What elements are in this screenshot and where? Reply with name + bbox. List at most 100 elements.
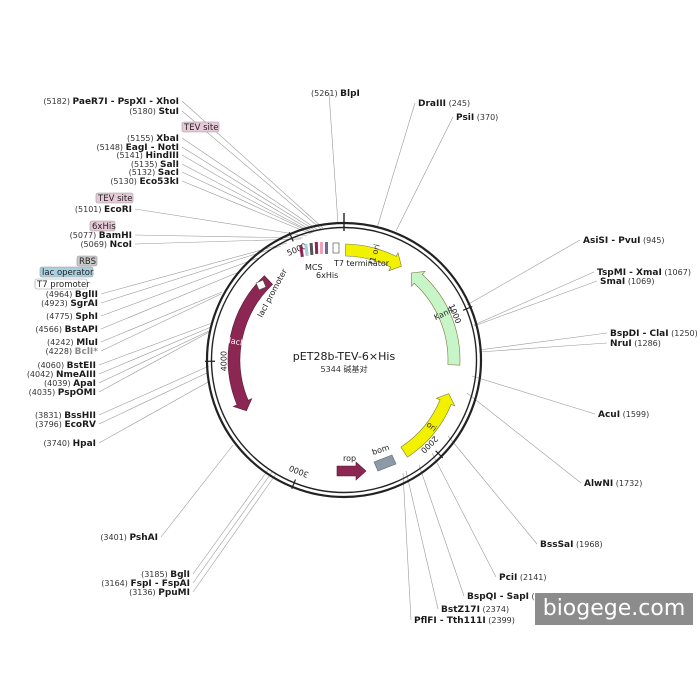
- site-label: (5180) StuI: [129, 107, 179, 117]
- site-label: (4060) BstEII: [37, 361, 96, 371]
- site-label: (5148) EagI - NotI: [96, 143, 179, 153]
- tag-6xhis: 6xHis: [89, 220, 116, 232]
- mcs-bar-1: [299, 244, 304, 258]
- site-left-16: (4228) BclI*: [46, 347, 99, 357]
- leader-line: [100, 293, 222, 352]
- site-label: BstZ17I (2374): [441, 605, 509, 615]
- site-right-0: (5261) BlpI: [311, 89, 360, 99]
- site-right-4: TspMI - XmaI (1067): [597, 268, 691, 278]
- site-position: (2374): [480, 605, 509, 614]
- site-left-1: (5180) StuI: [129, 107, 179, 117]
- watermark: biogege.com: [535, 593, 693, 625]
- site-name: BspQI - SapI: [467, 592, 529, 602]
- site-left-2: (5155) XbaI: [127, 134, 179, 144]
- site-label: NruI (1286): [610, 339, 661, 349]
- site-name: NmeAIII: [56, 370, 96, 380]
- leader-line: [98, 365, 210, 416]
- leader-line: [100, 271, 240, 330]
- tag-6xhis-box: [89, 220, 116, 232]
- leader-line: [98, 371, 210, 425]
- site-position: (5182): [43, 97, 72, 106]
- site-name: PciI: [499, 573, 517, 583]
- site-position: (5148): [96, 143, 125, 152]
- leader-line: [473, 271, 595, 326]
- site-right-2: PsiI (370): [456, 113, 498, 123]
- site-label: (5182) PaeR7I - PspXI - XhoI: [43, 97, 179, 107]
- site-position: (2399): [486, 616, 515, 625]
- site-name: AlwNI: [584, 479, 613, 489]
- leader-line: [134, 208, 308, 237]
- site-name: BstAPI: [65, 325, 98, 335]
- site-label: (5101) EcoRI: [75, 205, 132, 215]
- mcs-bar-3: [309, 242, 314, 256]
- site-name: TspMI - XmaI: [597, 268, 662, 278]
- leader-line: [447, 435, 538, 545]
- site-position: (1286): [632, 339, 661, 348]
- site-label: BssSaI (1968): [540, 540, 603, 550]
- site-name: BglII: [75, 290, 98, 300]
- tag-rbs: RBS: [76, 255, 98, 267]
- site-position: (1968): [573, 540, 602, 549]
- site-name: EcoRI: [104, 205, 132, 215]
- site-left-20: (4035) PspOMI: [29, 388, 96, 398]
- leader-line: [181, 154, 315, 233]
- tag-tev-1-box: [181, 121, 220, 133]
- leader-line: [181, 163, 314, 234]
- site-name: BspDI - ClaI: [610, 329, 669, 339]
- site-position: (945): [640, 236, 664, 245]
- tick-mark: [288, 231, 294, 242]
- tick-label: 4000: [219, 351, 228, 371]
- site-position: (4775): [46, 312, 75, 321]
- leader-line: [181, 137, 319, 231]
- site-name: PpuMI: [158, 588, 190, 598]
- site-label: (3164) FspI - FspAI: [101, 579, 190, 589]
- leader-line: [395, 116, 454, 232]
- feature-kanr-arrow: [411, 271, 461, 366]
- site-left-0: (5182) PaeR7I - PspXI - XhoI: [43, 97, 179, 107]
- site-position: (4566): [35, 325, 64, 334]
- mcs-bar-4: [314, 241, 319, 255]
- site-label: (5130) Eco53kI: [110, 177, 179, 187]
- site-label: (3796) EcoRV: [35, 420, 96, 430]
- leader-line: [100, 245, 282, 304]
- site-left-12: (4923) SgrAI: [41, 299, 98, 309]
- site-label: (3401) PshAI: [100, 533, 158, 543]
- site-label: (5069) NcoI: [80, 240, 132, 250]
- site-left-7: (5130) Eco53kI: [110, 177, 179, 187]
- bom-label: bom: [371, 443, 391, 457]
- site-name: NruI: [610, 339, 632, 349]
- site-label: (5155) XbaI: [127, 134, 179, 144]
- leader-line: [98, 322, 213, 366]
- site-position: (3831): [35, 411, 64, 420]
- site-name: MluI: [76, 338, 98, 348]
- site-left-6: (5132) SacI: [129, 168, 179, 178]
- leader-line: [431, 452, 497, 578]
- bom-box: [373, 454, 397, 472]
- site-name: DraIII: [418, 99, 446, 109]
- site-position: (5077): [70, 231, 99, 240]
- site-label: AlwNI (1732): [584, 479, 642, 489]
- leader-line: [100, 242, 288, 295]
- mcs-label: MCS: [305, 263, 323, 272]
- site-position: (245): [446, 99, 470, 108]
- site-right-11: PciI (2141): [499, 573, 547, 583]
- site-right-3: AsiSI - PvuI (945): [583, 236, 665, 246]
- site-label: PciI (2141): [499, 573, 547, 583]
- leader-line: [98, 329, 212, 384]
- site-position: (3796): [35, 420, 64, 429]
- tag-tev-2-label: TEV site: [97, 194, 132, 204]
- leader-line: [376, 102, 416, 229]
- site-position: (1250): [669, 329, 698, 338]
- site-position: (4035): [29, 388, 58, 397]
- site-left-18: (4042) NmeAIII: [27, 370, 96, 380]
- leader-line: [473, 280, 598, 327]
- leader-line: [192, 469, 269, 575]
- site-position: (5180): [129, 107, 158, 116]
- site-name: BlpI: [340, 89, 360, 99]
- tag-rbs-label: RBS: [79, 257, 96, 267]
- site-position: (3185): [141, 570, 170, 579]
- t7-terminator-box: [332, 242, 340, 254]
- site-position: (1732): [613, 479, 642, 488]
- site-label: (3831) BssHII: [35, 411, 96, 421]
- site-name: FspI - FspAI: [130, 579, 190, 589]
